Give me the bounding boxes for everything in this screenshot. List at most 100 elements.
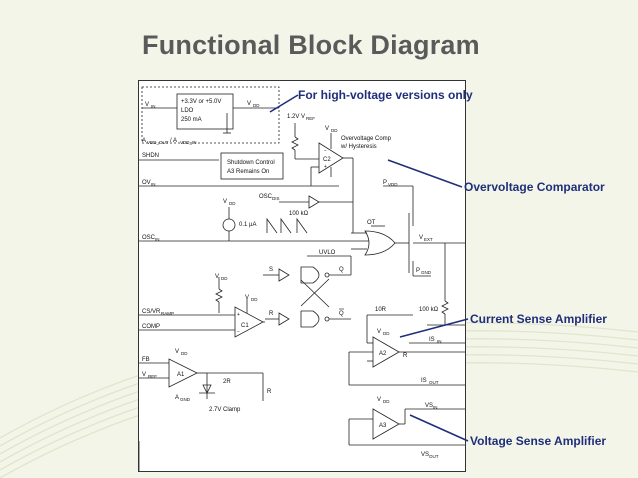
ov-in-label: OV <box>142 180 151 186</box>
a2-r-label: R <box>403 353 408 359</box>
ldo-current-text: 250 mA <box>181 117 202 123</box>
osc-in-label: OSC <box>142 235 156 241</box>
c2-minus: − <box>324 148 327 154</box>
avdd-out-label: A <box>142 138 146 144</box>
a3-label: A3 <box>379 423 387 429</box>
avdd-out-sub: VDD_OUT <box>147 140 169 145</box>
pvdd-sub: VDD <box>388 182 398 187</box>
current-label: 0.1 µA <box>239 222 256 228</box>
c1-minus: − <box>237 329 240 335</box>
ov-comp-text: Overvoltage Comp <box>341 136 392 142</box>
vdd-label: V <box>247 101 251 107</box>
output-or-gate <box>364 230 396 256</box>
latch-nand-bottom <box>300 310 320 328</box>
schematic: V IN +3.3V or +5.0V LDO 250 mA V DD A VD… <box>139 86 465 471</box>
c1-plus: + <box>237 312 240 318</box>
ov-in-sub: IN <box>151 182 156 187</box>
callout-overvoltage-comparator: Overvoltage Comparator <box>464 180 605 194</box>
q-label: Q <box>339 267 344 273</box>
avdd-in-sub: VDD_IN <box>180 140 197 145</box>
latch-vdd-label: V <box>215 274 219 280</box>
ot-label: OT <box>367 220 376 226</box>
a3-vdd-label: V <box>377 397 381 403</box>
high-voltage-region <box>141 86 280 144</box>
pgnd-sub: GND <box>421 270 432 275</box>
a3-vdd-sub: DD <box>383 399 390 404</box>
a1-vdd-sub: DD <box>181 351 188 356</box>
c2-vdd-sub: DD <box>331 128 338 133</box>
vref-12-sub: REF <box>306 116 315 121</box>
a2-vdd-sub: DD <box>383 331 390 336</box>
fb-label: FB <box>142 357 150 363</box>
vs-out-label: VS <box>421 452 429 458</box>
a1-vdd-label: V <box>175 349 179 355</box>
osc-in-sub: IN <box>155 237 160 242</box>
c2-comparator <box>318 142 344 174</box>
ldo-voltage-text: +3.3V or +5.0V <box>181 99 221 105</box>
osc-vdd-label: V <box>223 199 227 205</box>
vext-label: V <box>419 235 423 241</box>
vref-12-label: 1.2V V <box>287 114 305 120</box>
a3-voltage-sense-amp <box>372 408 400 440</box>
is-in-label: IS <box>429 337 435 343</box>
vref-label: V <box>142 372 146 378</box>
vin-sub: IN <box>151 104 156 109</box>
shutdown-control-block <box>220 152 284 180</box>
osc-dis-label: OSC <box>259 194 273 200</box>
shdn-label: SHDN <box>142 153 159 159</box>
vs-out-sub: OUT <box>429 454 439 459</box>
vref-sub: REF <box>148 374 157 379</box>
comp-label: COMP <box>142 324 160 330</box>
pvdd-label: P <box>383 180 387 186</box>
callout-current-sense-amplifier: Current Sense Amplifier <box>470 312 607 326</box>
cs-vr-sub: RAMP <box>161 311 174 316</box>
c1-comparator <box>234 306 264 338</box>
res-2r-label: 2R <box>223 379 231 385</box>
a2-vdd-label: V <box>377 329 381 335</box>
is-out-label: IS <box>421 378 427 384</box>
callout-voltage-sense-amplifier: Voltage Sense Amplifier <box>470 434 607 448</box>
c1-label: C1 <box>241 323 249 329</box>
res-10r-label: 10R <box>375 307 387 313</box>
c1-vdd-sub: DD <box>251 297 258 302</box>
vin-label: V <box>145 102 149 108</box>
c2-vdd-label: V <box>325 126 329 132</box>
r-input-buffer <box>278 312 290 326</box>
clamp-label: 2.7V Clamp <box>209 407 241 413</box>
ov-hysteresis-text: w/ Hysteresis <box>340 144 377 150</box>
c2-label: C2 <box>323 157 331 163</box>
s-label: S <box>269 267 273 273</box>
is-in-sub: IN <box>437 339 442 344</box>
slide-title: Functional Block Diagram <box>142 30 480 60</box>
ldo-block <box>176 93 234 130</box>
a1-error-amp <box>168 358 198 388</box>
agnd-sub: GND <box>180 397 191 402</box>
block-diagram-panel: V IN +3.3V or +5.0V LDO 250 mA V DD A VD… <box>138 80 466 472</box>
qbar-label: Q <box>339 311 344 317</box>
vext-sub: EXT <box>424 237 433 242</box>
a2-label: A2 <box>379 351 387 357</box>
callout-high-voltage: For high-voltage versions only <box>298 88 473 102</box>
osc-vdd-sub: DD <box>229 201 236 206</box>
vs-in-sub: IN <box>433 405 438 410</box>
vs-in-label: VS <box>425 403 433 409</box>
cs-vr-label: CS/VR <box>142 309 161 315</box>
latch-nand-top <box>300 266 320 284</box>
shutdown-a3-text: A3 Remains On <box>227 169 269 175</box>
ldo-text: LDO <box>181 108 194 114</box>
latch-vdd-sub: DD <box>221 276 228 281</box>
s-input-buffer <box>278 268 290 282</box>
agnd-label: A <box>175 395 179 401</box>
shutdown-control-text: Shutdown Control <box>227 160 275 166</box>
res-100k-label: 100 kΩ <box>289 211 309 217</box>
osc-dis-sub: DIS <box>272 196 280 201</box>
a1-label: A1 <box>177 372 185 378</box>
ramp-r-label: R <box>267 389 272 395</box>
osc-dis-buffer <box>308 195 320 209</box>
current-source <box>222 218 236 232</box>
r-label: R <box>269 311 274 317</box>
is-out-sub: OUT <box>429 380 439 385</box>
avdd-separator: / A <box>170 138 177 144</box>
c1-vdd-label: V <box>245 295 249 301</box>
vdd-sub: DD <box>253 103 260 108</box>
